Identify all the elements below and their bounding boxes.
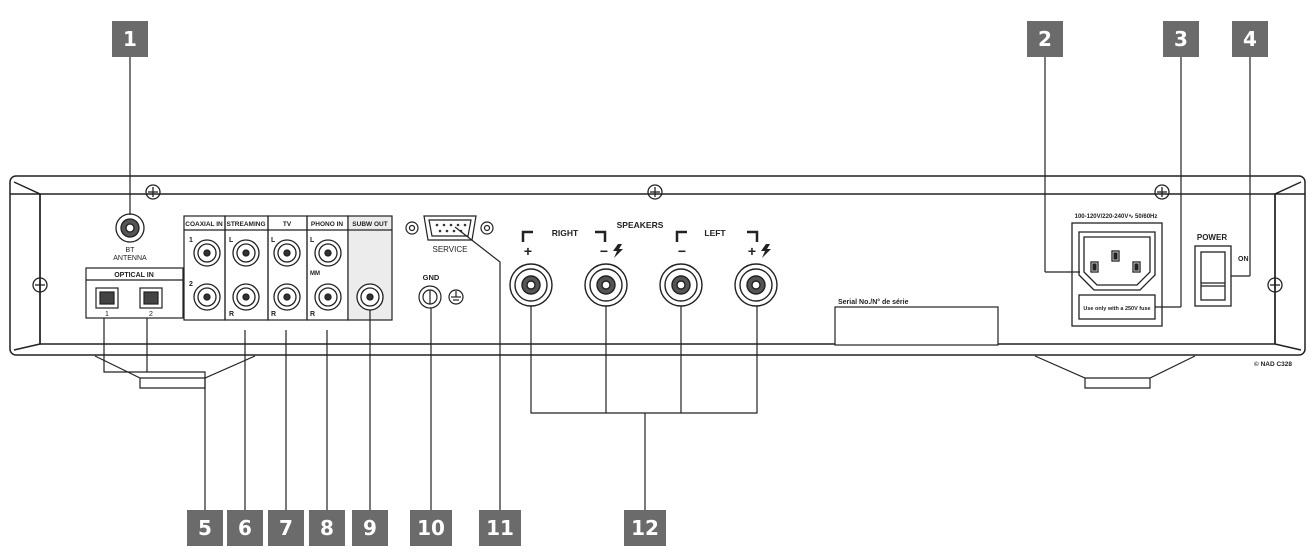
ground-symbol-icon	[448, 289, 464, 305]
streaming-label: STREAMING	[227, 221, 266, 228]
callout-1: 1	[112, 21, 148, 57]
phono-mm-label: MM	[310, 271, 320, 277]
callout-5: 5	[187, 510, 223, 546]
chassis	[9, 175, 1306, 356]
left-minus-label: −	[678, 243, 686, 259]
service-label: SERVICE	[433, 245, 468, 254]
screw-icon	[1267, 277, 1283, 293]
speaker-terminal-left-minus	[659, 263, 703, 307]
right-label: RIGHT	[552, 228, 579, 238]
optical-2-label: 2	[149, 311, 153, 318]
screw-icon	[32, 277, 48, 293]
service-port	[405, 215, 494, 241]
rca-jack	[232, 239, 260, 267]
tv-r-label: R	[271, 311, 276, 318]
lightning-icon	[761, 244, 771, 258]
fuse-holder	[1078, 294, 1156, 320]
streaming-l-label: L	[229, 237, 234, 244]
speaker-bracket-icons	[521, 230, 759, 242]
screw-icon	[145, 184, 161, 200]
rca-jack	[273, 239, 301, 267]
left-plus-label: +	[748, 243, 756, 259]
callout-8: 8	[309, 510, 345, 546]
callout-7: 7	[268, 510, 304, 546]
rca-jack	[314, 239, 342, 267]
tv-l-label: L	[271, 237, 276, 244]
bt-label-line2: ANTENNA	[113, 255, 147, 262]
callout-6: 6	[227, 510, 263, 546]
callout-11: 11	[479, 510, 521, 546]
screw-icon	[1154, 184, 1170, 200]
gnd-label: GND	[423, 273, 440, 282]
fuse-label: Use only with a 250V fuse	[1083, 306, 1150, 312]
phono-in-label: PHONO IN	[311, 221, 343, 228]
optical-in-label: OPTICAL IN	[114, 272, 154, 279]
optical-1-label: 1	[105, 311, 109, 318]
power-label: POWER	[1197, 233, 1227, 242]
callout-10: 10	[410, 510, 452, 546]
speaker-terminals	[509, 263, 778, 307]
bt-antenna-connector	[115, 213, 145, 243]
bt-label-line1: BT	[126, 247, 136, 254]
streaming-r-label: R	[229, 311, 234, 318]
coaxial-1-label: 1	[189, 237, 193, 244]
gnd-terminal	[418, 285, 442, 309]
rca-jack	[273, 283, 301, 311]
serial-plate	[834, 306, 999, 346]
tv-label: TV	[283, 221, 292, 228]
callout-4: 4	[1232, 21, 1268, 57]
rca-jack	[193, 239, 221, 267]
model-label: © NAD C328	[1254, 360, 1292, 368]
callout-12: 12	[624, 510, 666, 546]
screw-icon	[647, 184, 663, 200]
phono-l-label: L	[310, 237, 315, 244]
optical-in-section	[85, 267, 184, 319]
speaker-terminal-right-plus	[509, 263, 553, 307]
serial-label: Serial No./N° de série	[838, 298, 909, 306]
speaker-terminal-left-plus	[734, 263, 778, 307]
rca-jacks	[193, 239, 384, 311]
rca-jack	[356, 283, 384, 311]
rca-jack	[193, 283, 221, 311]
chassis-feet	[94, 355, 1196, 389]
callout-9: 9	[352, 510, 388, 546]
subw-out-label: SUBW OUT	[352, 221, 387, 228]
iec-power-inlet	[1071, 222, 1163, 327]
lightning-icons	[613, 244, 771, 258]
phono-r-label: R	[310, 311, 315, 318]
screw-icons	[32, 184, 1283, 293]
rca-jack	[314, 283, 342, 311]
right-plus-label: +	[524, 243, 532, 259]
power-switch	[1194, 245, 1232, 307]
lightning-icon	[613, 244, 623, 258]
on-label: ON	[1238, 256, 1249, 263]
speakers-label: SPEAKERS	[617, 220, 664, 230]
speaker-terminal-right-minus	[584, 263, 628, 307]
coaxial-2-label: 2	[189, 281, 193, 288]
right-minus-label: −	[600, 243, 608, 259]
mains-rating-label: 100-120V/220-240V∿ 50/60Hz	[1075, 214, 1158, 220]
rca-jack	[232, 283, 260, 311]
callout-leader-lines	[103, 50, 1251, 510]
callout-3: 3	[1163, 21, 1199, 57]
coaxial-in-label: COAXIAL IN	[185, 221, 223, 228]
callout-2: 2	[1027, 21, 1063, 57]
left-label: LEFT	[704, 228, 726, 238]
